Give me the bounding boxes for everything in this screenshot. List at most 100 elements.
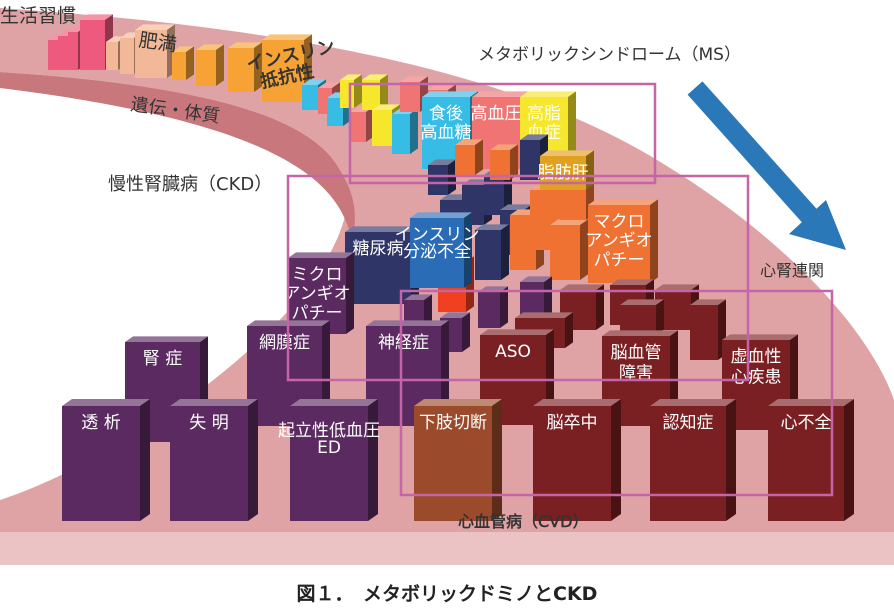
ckd-domino-face — [490, 150, 510, 180]
cvd-domino-top — [515, 312, 573, 318]
block-postprandial-hyperglycemia-label: 食後高血糖 — [421, 104, 472, 143]
block-blindness-top — [170, 399, 258, 406]
label-line: 分泌不全 — [403, 242, 471, 262]
ckd-domino-side — [475, 139, 483, 175]
block-amputation: 下肢切断 — [414, 399, 502, 521]
cvd-domino — [478, 286, 508, 328]
lifestyle-domino-top — [80, 14, 113, 20]
block-cerebrovascular-top — [602, 330, 678, 336]
ckd-domino-top — [455, 139, 483, 145]
block-insulin-secretion-deficiency-top — [410, 212, 472, 218]
ms-domino-face — [350, 112, 366, 142]
ckd-domino — [455, 139, 483, 175]
ckd-domino-face — [520, 140, 540, 180]
ms-domino-top — [302, 79, 326, 85]
insulin-resistance-domino-face — [262, 40, 304, 102]
block-stroke: 脳卒中 — [533, 399, 621, 521]
ckd-domino-side — [501, 224, 509, 280]
block-fatty-liver-top — [540, 150, 594, 156]
block-stroke-side — [611, 399, 621, 521]
block-dialysis: 透 析 — [62, 399, 150, 521]
label-line: 糖尿病 — [353, 239, 404, 259]
ckd-domino-face — [484, 175, 504, 215]
block-macroangiopathy-face — [588, 205, 650, 283]
ckd-domino-top — [550, 219, 588, 225]
ms-frame — [348, 82, 657, 185]
block-insulin-secretion-deficiency-side — [464, 212, 472, 288]
block-ihd-top — [722, 334, 798, 340]
cvd-domino-face — [478, 292, 500, 328]
figure-caption: 図１． メタボリックドミノとCKD — [297, 583, 598, 605]
label-line: 網膜症 — [259, 333, 310, 353]
block-heart-failure: 心不全 — [768, 399, 854, 521]
ms-domino-side — [354, 74, 362, 108]
label-ms: メタボリックシンドローム（MS） — [478, 45, 741, 65]
insulin-resistance-domino-side — [216, 44, 224, 86]
block-ed-top — [290, 399, 378, 406]
insulin-resistance-domino — [196, 44, 224, 86]
block-macroangiopathy-side — [650, 199, 658, 283]
block-macroangiopathy: マクロアンギオパチー — [585, 199, 658, 283]
label-line: 下肢切断 — [419, 413, 487, 433]
block-blindness-side — [248, 399, 258, 521]
block-hypertension-top — [472, 91, 528, 97]
block-amputation-side — [492, 399, 502, 521]
insulin-resistance-domino-face — [196, 50, 216, 86]
label-line: 虚血性 — [731, 347, 782, 367]
label-line: 障害 — [619, 363, 653, 383]
block-postprandial-hyperglycemia-top — [422, 91, 478, 97]
block-dementia-face — [650, 406, 726, 521]
obesity-domino-face — [135, 30, 167, 78]
block-aso-top — [480, 329, 554, 335]
label-line: 食後 — [429, 104, 463, 124]
label-line: 失 明 — [189, 413, 228, 433]
block-hyperlipidemia-top — [520, 91, 576, 97]
block-stroke-top — [533, 399, 621, 406]
ms-domino-top — [400, 76, 428, 82]
block-insulin-secretion-deficiency: インスリン分泌不全 — [395, 212, 480, 288]
block-fatty-liver-face — [540, 156, 586, 190]
block-dementia-side — [726, 399, 736, 521]
obesity-domino — [135, 24, 175, 78]
road-edge — [0, 72, 355, 240]
label-line: 高血圧 — [471, 104, 522, 124]
block-blindness: 失 明 — [170, 399, 258, 521]
ckd-domino-top — [475, 224, 509, 230]
ckd-frame — [286, 174, 750, 382]
label-line: インスリン — [395, 225, 480, 245]
insulin-resistance-domino-face — [172, 52, 186, 80]
label-line: ASO — [495, 342, 531, 362]
obesity-domino-face — [120, 38, 134, 74]
ms-domino-face — [327, 98, 343, 126]
label-line: 脂肪肝 — [538, 163, 589, 183]
label-line: 認知症 — [663, 413, 714, 433]
block-dementia-top — [650, 399, 736, 406]
insulin-resistance-domino-top — [228, 42, 262, 48]
block-heart-failure-top — [768, 399, 854, 406]
label-line: ミクロ — [292, 265, 343, 285]
ckd-domino-side — [510, 144, 518, 180]
block-fatty-liver-label: 脂肪肝 — [538, 163, 589, 183]
label-line: 脳血管 — [611, 343, 662, 363]
cvd-domino-side — [462, 312, 470, 352]
label-lifestyle: 生活習慣 — [0, 5, 76, 27]
cvd-domino-side — [565, 312, 573, 348]
block-microangiopathy-label: ミクロアンギオパチー — [283, 265, 350, 323]
block-dialysis-label: 透 析 — [81, 413, 120, 433]
block-insulin-secretion-deficiency-label: インスリン分泌不全 — [395, 225, 480, 262]
block-dialysis-face — [62, 406, 140, 521]
lifestyle-domino-face — [48, 40, 58, 70]
block-retinopathy-label: 網膜症 — [259, 333, 310, 353]
ckd-domino-side — [504, 169, 512, 215]
ms-domino — [392, 108, 418, 154]
ckd-domino — [428, 159, 456, 195]
label-line: パチー — [594, 250, 645, 270]
ms-domino — [362, 74, 388, 110]
label-line: マクロ — [594, 212, 645, 232]
block-fatty-liver-side — [586, 150, 594, 190]
insulin-resistance-domino-top — [172, 46, 194, 52]
ms-domino-top — [340, 74, 362, 80]
cvd-frame — [399, 289, 834, 497]
label-line: 神経症 — [378, 333, 429, 353]
